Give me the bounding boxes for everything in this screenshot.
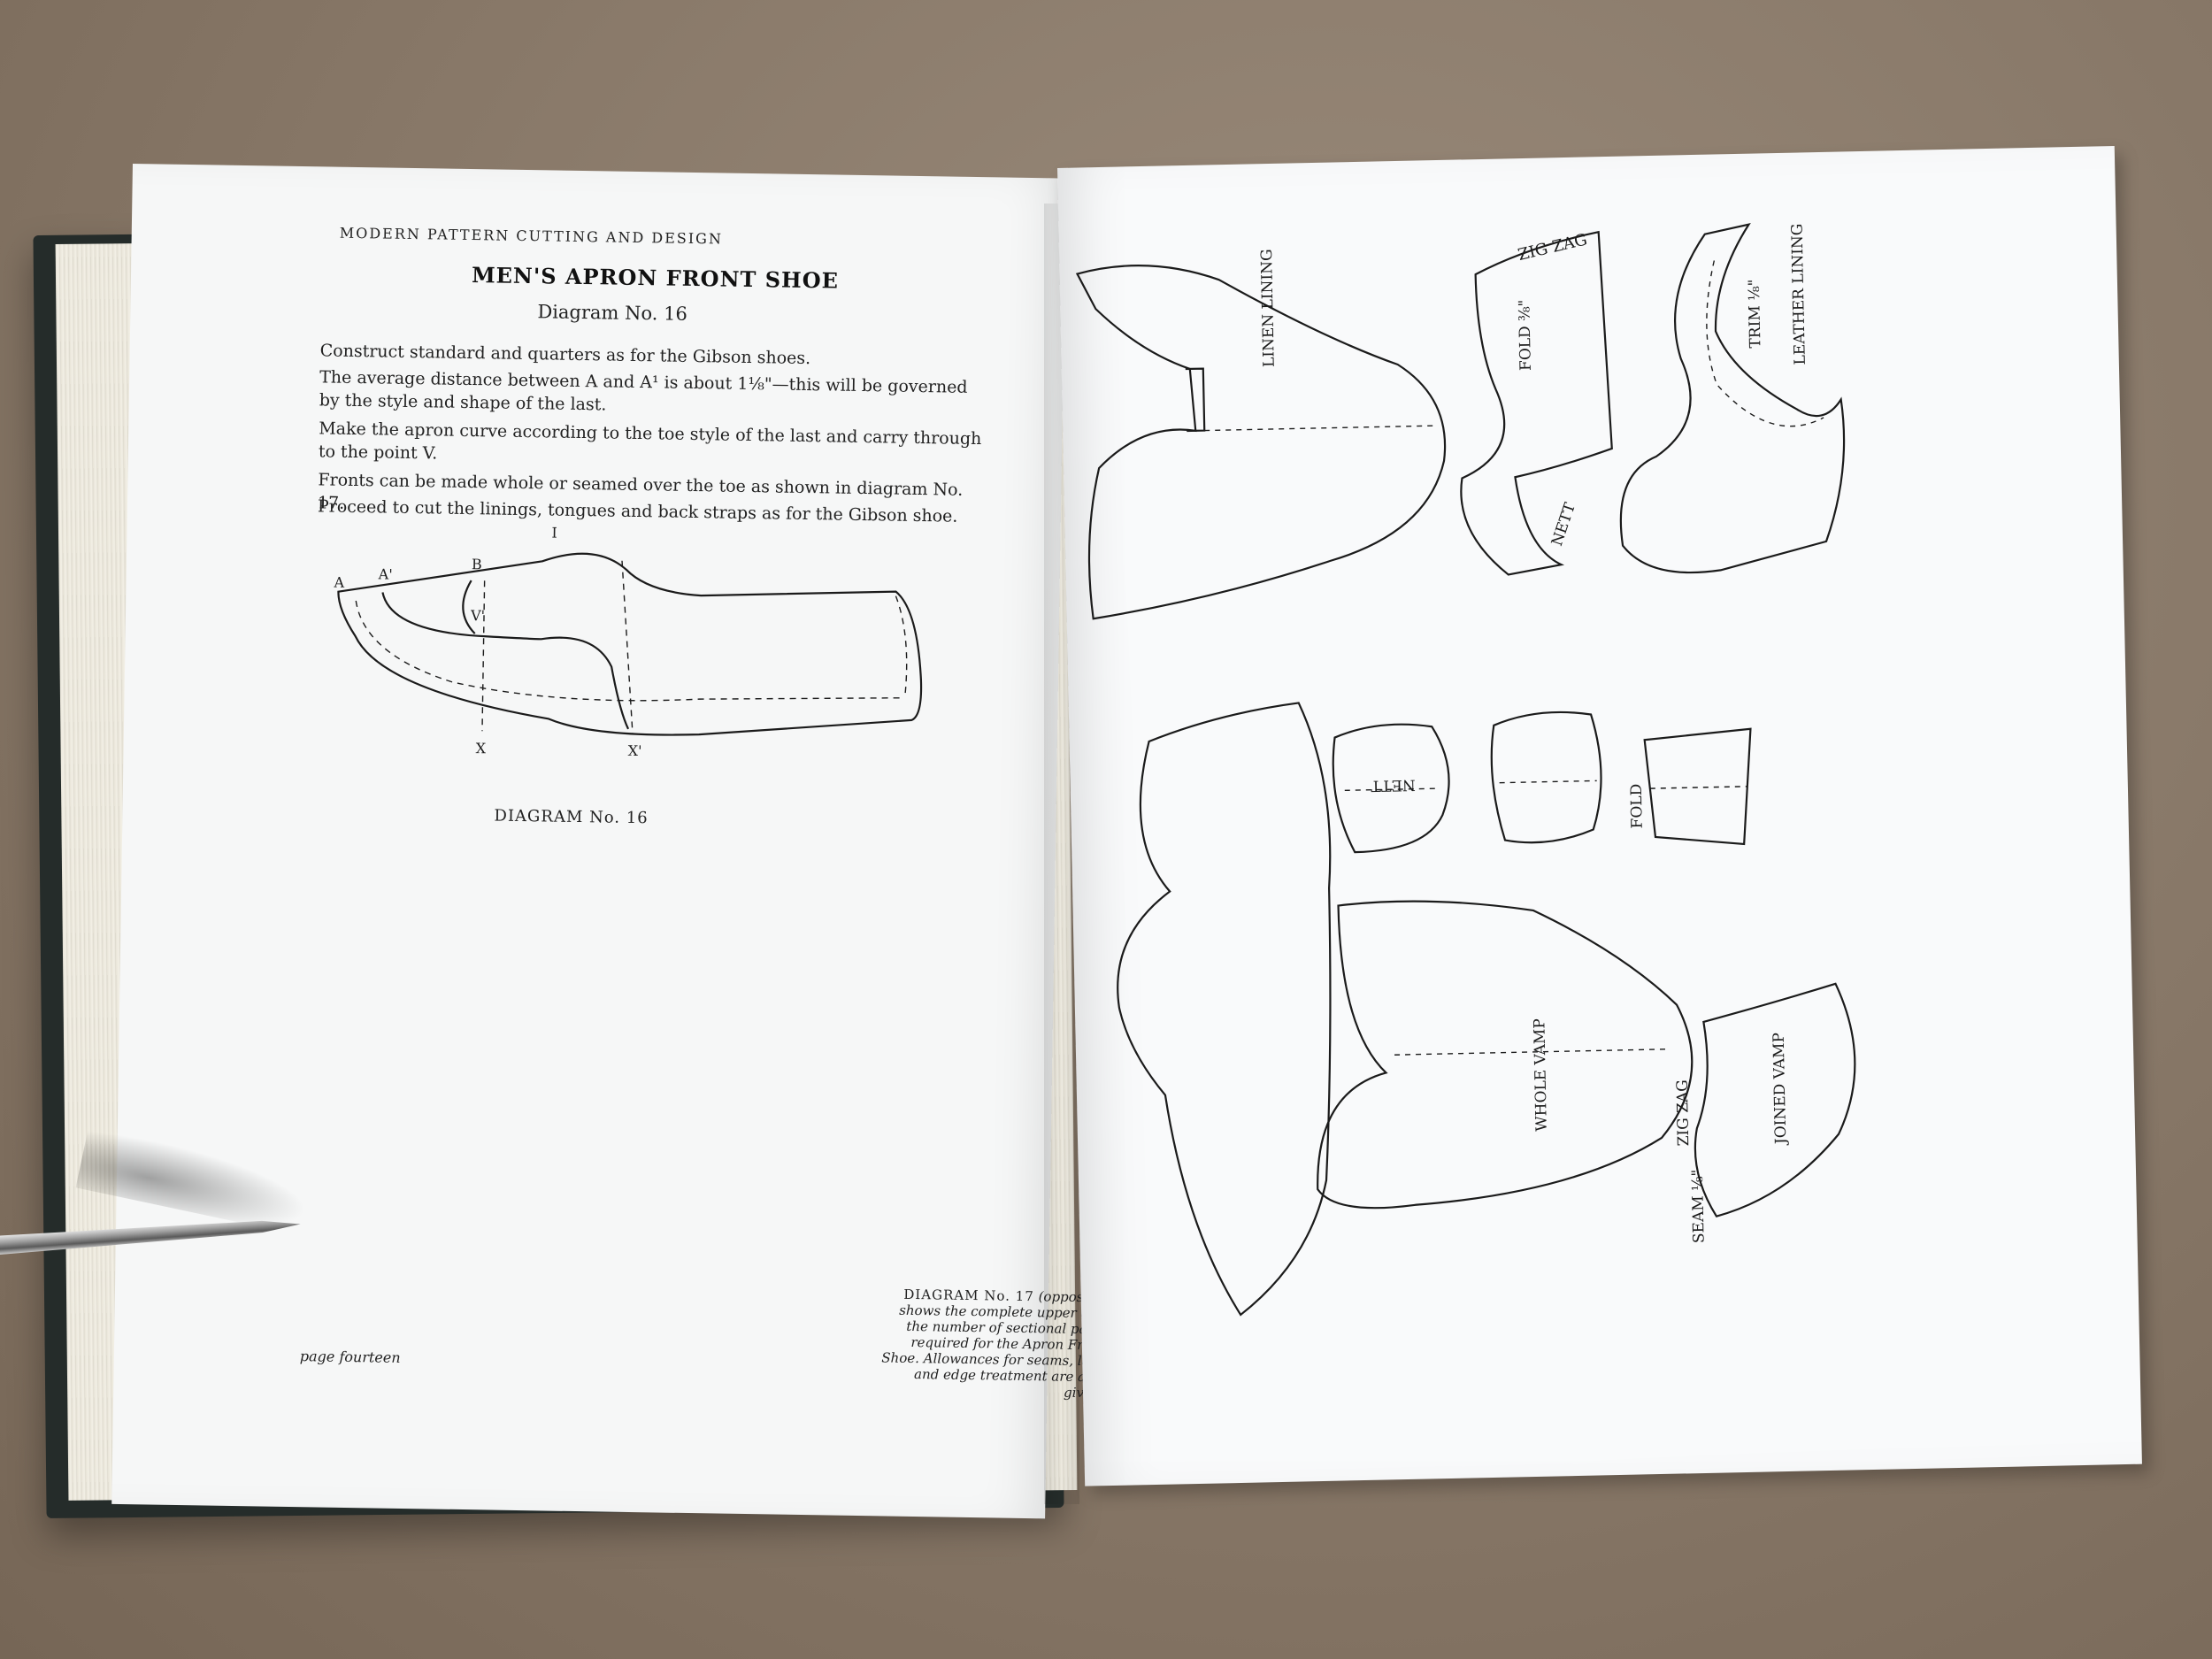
page-number: page fourteen <box>299 1348 401 1366</box>
paragraph-3: Make the apron curve according to the to… <box>318 419 982 464</box>
label-seam: SEAM ⅛" <box>1689 1169 1709 1243</box>
diagram-17-pattern-pieces: LINEN LINING ZIG ZAG FOLD ⅜" NETT TRIM ⅛… <box>1075 222 1856 1317</box>
quarter-line <box>462 580 476 634</box>
label-i: I <box>551 524 557 541</box>
back-strap-piece <box>1490 710 1602 844</box>
tongue-piece <box>1332 723 1450 854</box>
side-quarter-piece <box>1117 702 1332 1317</box>
label-x1: X' <box>628 742 642 759</box>
label-fold-top: FOLD ⅜" <box>1516 299 1535 371</box>
toe-dashed <box>895 595 908 698</box>
outer-outline <box>337 552 923 736</box>
page-title: MEN'S APRON FRONT SHOE <box>471 262 840 294</box>
label-fold-strap: FOLD <box>1628 784 1647 829</box>
leather-lining-dashed <box>1706 260 1824 427</box>
label-trim: TRIM ⅛" <box>1746 279 1765 348</box>
vertical-dashed-x1 <box>621 560 634 733</box>
linen-lining-piece <box>1075 265 1447 620</box>
label-zig-zag-bottom: ZIG ZAG <box>1674 1079 1694 1147</box>
back-strap-center-line <box>1499 780 1597 784</box>
running-head: MODERN PATTERN CUTTING AND DESIGN <box>339 224 724 248</box>
fold-strap-piece <box>1643 727 1752 846</box>
linen-lining-inner <box>1185 367 1206 433</box>
label-a1: A' <box>378 565 393 582</box>
label-whole-vamp: WHOLE VAMP <box>1531 1018 1551 1132</box>
label-x: X <box>476 740 487 757</box>
page-subtitle: Diagram No. 16 <box>537 301 687 325</box>
label-linen-lining: LINEN LINING <box>1258 249 1279 367</box>
right-page: LINEN LINING ZIG ZAG FOLD ⅜" NETT TRIM ⅛… <box>1057 145 2142 1486</box>
diagram-caption: DIAGRAM No. 16 <box>494 806 649 828</box>
inner-dashed-outline <box>355 600 903 702</box>
joined-vamp-piece <box>1694 982 1856 1217</box>
label-b: B <box>472 556 482 572</box>
label-leather-lining: LEATHER LINING <box>1788 223 1809 365</box>
label-nett-tongue: NETT <box>1371 776 1416 795</box>
zig-zag-top-piece <box>1460 230 1613 576</box>
tongue-center-line <box>1344 787 1438 792</box>
label-v1: V' <box>470 607 485 624</box>
whole-vamp-center-line <box>1394 1048 1670 1056</box>
left-page: MODERN PATTERN CUTTING AND DESIGN MEN'S … <box>111 164 1106 1519</box>
label-nett-top: NETT <box>1548 500 1579 549</box>
paragraph-2: The average distance between A and A¹ is… <box>319 367 968 415</box>
label-zig-zag-top: ZIG ZAG <box>1517 230 1589 265</box>
whole-vamp-piece <box>1317 900 1694 1210</box>
label-joined-vamp: JOINED VAMP <box>1770 1033 1791 1146</box>
leather-lining-piece <box>1619 222 1846 574</box>
label-a: A <box>333 574 344 591</box>
apron-curve <box>381 592 630 730</box>
diagram-16-shoe-outline: A A' B I V' X X' <box>333 524 923 759</box>
linen-lining-center-line <box>1204 425 1435 432</box>
fold-strap-center-line <box>1649 786 1747 789</box>
side-note-lead: DIAGRAM No. 17 <box>903 1286 1035 1305</box>
vertical-dashed-x <box>481 580 486 732</box>
